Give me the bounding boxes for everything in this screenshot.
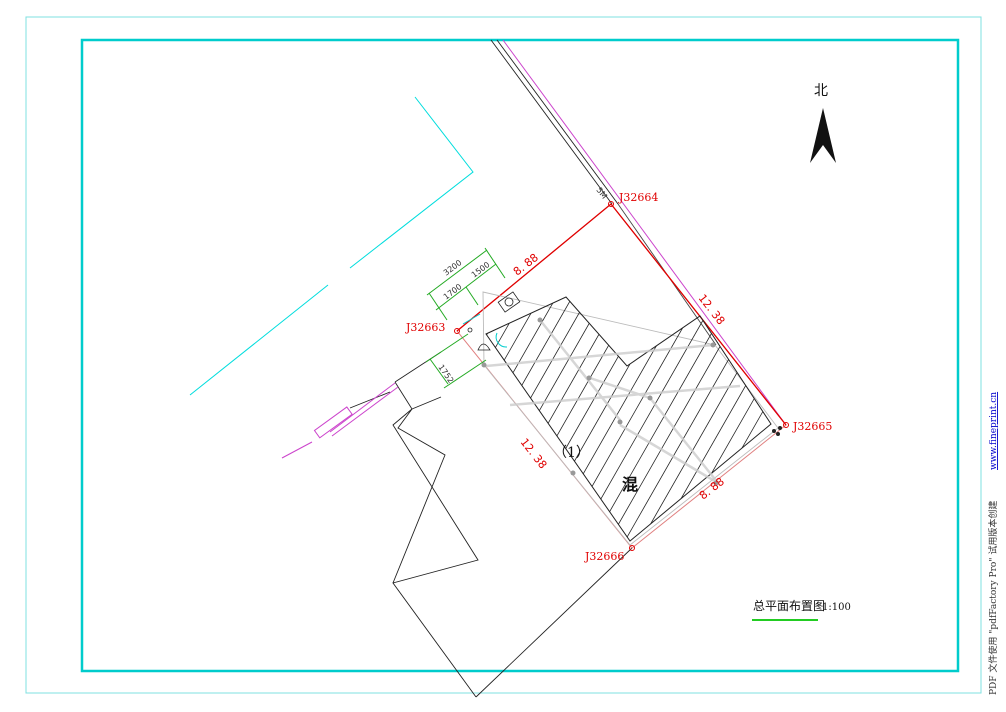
dim-side: 1752 (436, 363, 455, 385)
door-swing (462, 313, 508, 348)
point-label-j32666: J32666 (584, 550, 624, 563)
hatch-line (214, 280, 374, 560)
hatch-line (565, 297, 727, 541)
drawing-scale: 1:100 (822, 602, 851, 613)
building-number: （1） (553, 445, 590, 461)
adjacent-building-outline (349, 351, 633, 698)
hatch-line (310, 280, 470, 560)
point-label-j32663: J32663 (405, 321, 445, 334)
hatch-line (854, 280, 1006, 560)
hatch-line (486, 297, 599, 541)
hatch-line (886, 280, 1006, 560)
north-arrow: 北 (810, 83, 836, 163)
pipe-symbol (281, 382, 399, 459)
hatch-line (597, 297, 759, 541)
building-hatch (150, 280, 1006, 560)
hatch-line (709, 297, 771, 541)
column-markers (481, 317, 719, 486)
hatch-line (182, 280, 342, 560)
boundary-point-markers (454, 201, 789, 551)
watermark-text: PDF 文件使用 "pdfFactory Pro" 试用版本创建 (987, 501, 999, 695)
parcel-boundary (456, 203, 787, 549)
small-symbol-j32665 (772, 426, 782, 436)
building-structure: 混 (622, 475, 638, 494)
hatch-line (166, 280, 326, 560)
bathroom-fixtures (467, 291, 521, 351)
inner-frame (80, 38, 960, 673)
hatch-line (613, 297, 771, 541)
dimension-lines (425, 247, 506, 389)
building-outline (482, 291, 779, 546)
outer-frame (25, 16, 982, 694)
hatch-line (198, 280, 358, 560)
hatch-line (486, 297, 535, 541)
magenta-road-line (502, 39, 787, 426)
hatch-line (486, 297, 631, 541)
drawing-title: 总平面布置图 (753, 599, 825, 613)
hatch-line (486, 297, 615, 541)
structure-grid (485, 319, 741, 485)
hatch-line (262, 280, 422, 560)
length-west-edge: 12. 38 (518, 436, 550, 472)
hatch-line (870, 280, 1006, 560)
dim-total: 3200 (442, 258, 464, 277)
hatch-line (838, 280, 998, 560)
hatch-line (230, 280, 390, 560)
hatch-line (486, 297, 583, 541)
hatch-line (150, 280, 310, 560)
road-edge-lines (490, 39, 619, 205)
point-label-j32665: J32665 (792, 420, 832, 433)
north-label: 北 (814, 83, 828, 99)
watermark-link[interactable]: www.fineprint.cn (989, 392, 999, 470)
watermark: PDF 文件使用 "pdfFactory Pro" 试用版本创建 www.fin… (987, 392, 999, 695)
road-width-text: 5M (594, 186, 609, 201)
north-arrow-icon (810, 108, 823, 163)
hatch-line (486, 297, 551, 541)
cyan-road-lines (189, 96, 474, 396)
hatch-line (246, 280, 406, 560)
point-label-j32664: J32664 (618, 191, 658, 204)
hatch-line (486, 297, 567, 541)
